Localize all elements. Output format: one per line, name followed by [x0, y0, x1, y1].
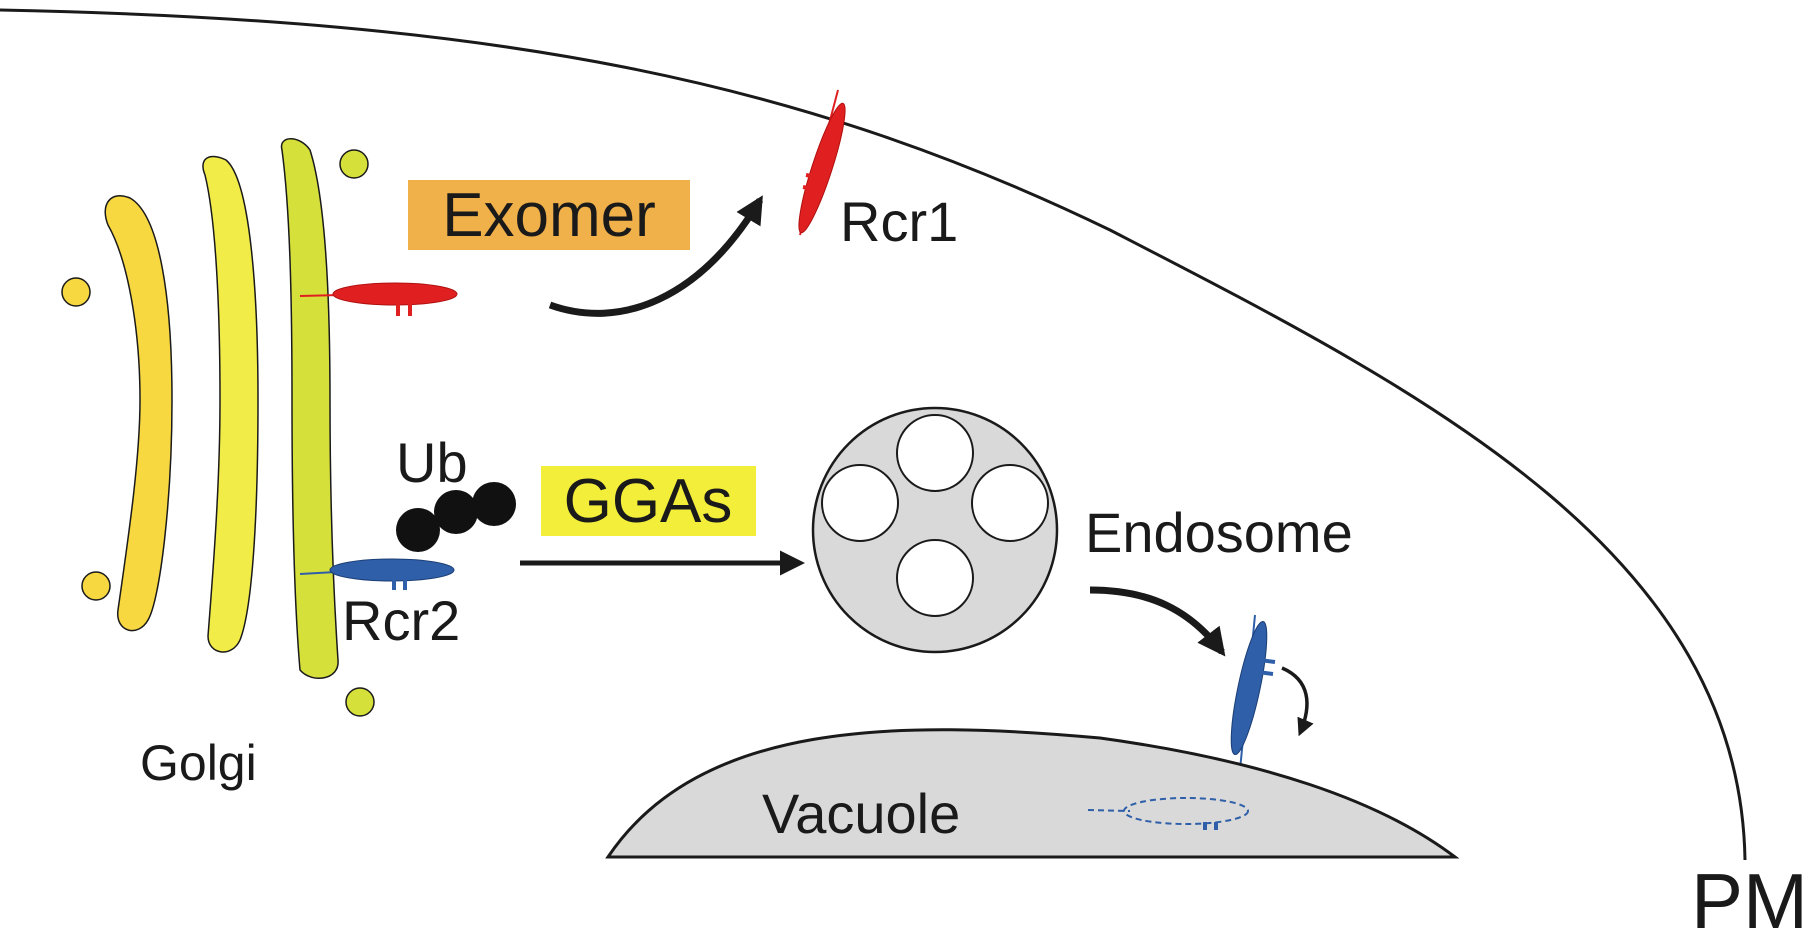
ubiquitin-chain	[396, 482, 516, 552]
internalization-arrow	[1281, 666, 1314, 737]
intralumenal-vesicle	[971, 464, 1049, 542]
ubiquitin-icon	[434, 490, 478, 534]
exomer-label: Exomer	[442, 181, 656, 250]
golgi-vesicle	[339, 149, 369, 179]
pm-label: PM	[1691, 857, 1808, 935]
endosome	[811, 406, 1059, 654]
exomer-label-box	[408, 180, 690, 250]
golgi-stack	[61, 138, 375, 717]
golgi-vesicle	[81, 571, 111, 601]
golgi-vesicle	[61, 277, 91, 307]
rcr2-protein-golgi	[299, 558, 455, 590]
ubiquitin-icon	[396, 508, 440, 552]
intralumenal-vesicle	[821, 464, 899, 542]
vacuole	[605, 728, 1460, 859]
ggas-label-box	[541, 466, 756, 536]
ggas-label: GGAs	[564, 467, 733, 536]
rcr1-label: Rcr1	[840, 190, 958, 253]
intralumenal-vesicle	[896, 414, 974, 492]
intralumenal-vesicle	[896, 539, 974, 617]
rcr2-protein-vacuole	[1230, 614, 1276, 771]
ubiquitin-icon	[472, 482, 516, 526]
ub-label: Ub	[396, 431, 468, 494]
rcr1-protein-golgi	[299, 282, 458, 316]
golgi-cisterna-trans	[280, 138, 339, 679]
endosome-label: Endosome	[1085, 501, 1353, 564]
rcr1-protein-pm	[798, 89, 846, 236]
endosome-to-vacuole-arrow	[1089, 586, 1226, 657]
rcr2-label: Rcr2	[342, 589, 460, 652]
rcr2-protein-internalized	[1087, 797, 1249, 830]
golgi-vesicle	[345, 687, 375, 717]
golgi-label: Golgi	[140, 735, 257, 791]
golgi-cisterna-cis	[104, 195, 173, 632]
plasma-membrane-line	[0, 8, 1747, 861]
exomer-transport-arrow	[548, 195, 764, 317]
vacuole-label: Vacuole	[762, 782, 960, 845]
golgi-cisterna-medial	[202, 155, 259, 653]
